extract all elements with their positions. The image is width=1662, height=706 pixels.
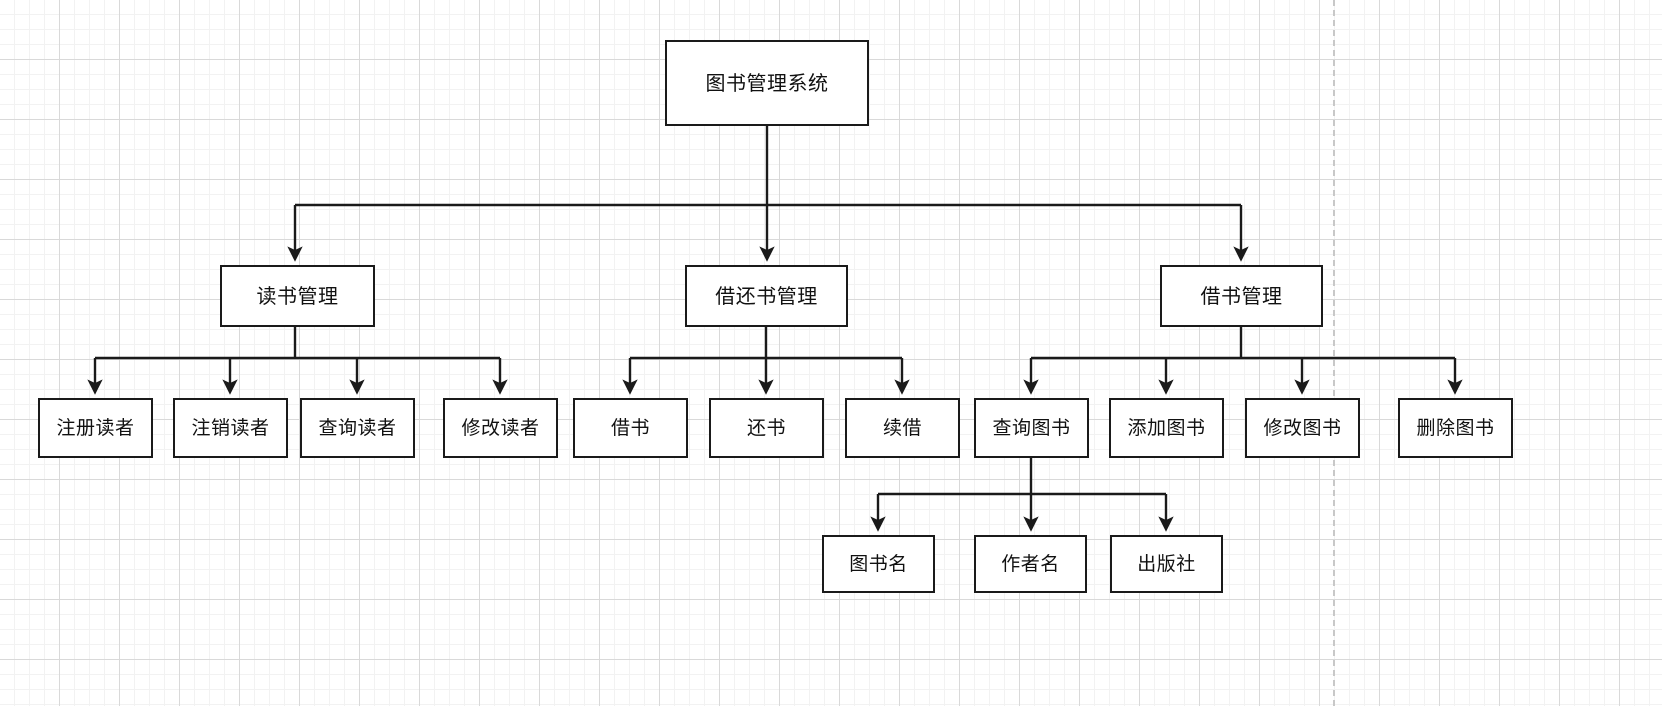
node-publisher[interactable]: 出版社 [1110,535,1223,593]
node-label: 添加图书 [1127,416,1206,439]
node-root-library-system[interactable]: 图书管理系统 [665,40,869,126]
node-label: 借书管理 [1200,284,1283,308]
node-label: 查询图书 [992,416,1071,439]
node-author-name[interactable]: 作者名 [974,535,1087,593]
node-label: 作者名 [1001,552,1060,575]
node-label: 出版社 [1137,552,1196,575]
node-label: 修改图书 [1263,416,1342,439]
node-label: 图书管理系统 [705,71,829,95]
node-label: 借还书管理 [715,284,818,308]
node-register-reader[interactable]: 注册读者 [38,398,153,458]
page-break-guide [1333,0,1335,706]
node-label: 读书管理 [256,284,339,308]
node-book-name[interactable]: 图书名 [822,535,935,593]
node-modify-book[interactable]: 修改图书 [1245,398,1360,458]
node-label: 借书 [610,416,650,439]
node-circulation-management[interactable]: 借还书管理 [685,265,848,327]
node-label: 删除图书 [1416,416,1495,439]
node-label: 还书 [746,416,786,439]
node-label: 图书名 [849,552,908,575]
node-query-reader[interactable]: 查询读者 [300,398,415,458]
node-borrow-book[interactable]: 借书 [573,398,688,458]
node-add-book[interactable]: 添加图书 [1109,398,1224,458]
node-label: 查询读者 [318,416,397,439]
node-book-management[interactable]: 借书管理 [1160,265,1323,327]
node-label: 修改读者 [461,416,540,439]
node-label: 续借 [882,416,922,439]
node-delete-book[interactable]: 删除图书 [1398,398,1513,458]
node-return-book[interactable]: 还书 [709,398,824,458]
node-label: 注销读者 [191,416,270,439]
node-query-book[interactable]: 查询图书 [974,398,1089,458]
node-unregister-reader[interactable]: 注销读者 [173,398,288,458]
node-reader-management[interactable]: 读书管理 [220,265,375,327]
node-modify-reader[interactable]: 修改读者 [443,398,558,458]
node-renew-book[interactable]: 续借 [845,398,960,458]
node-label: 注册读者 [56,416,135,439]
